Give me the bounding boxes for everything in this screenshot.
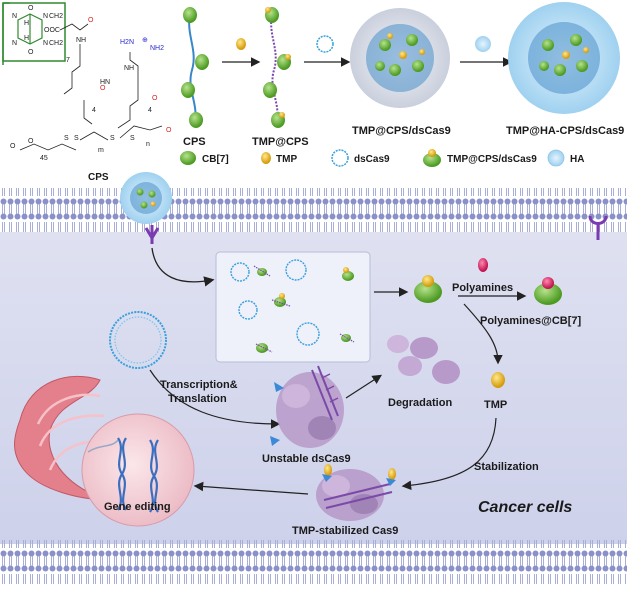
dscas9-icon [331,149,349,167]
polyamines-cb7-label: Polyamines@CB[7] [480,315,582,327]
cd44-receptor-left [144,225,160,244]
chem-OOC: OOC [44,27,60,34]
chem-sub-4a: 4 [92,107,96,114]
chem-NH2b: NH [124,65,134,72]
tmp-cps-chain: TMP@CPS [252,7,309,148]
legend-dscas9-label: dsCas9 [354,154,390,165]
chem-sub-7: 7 [66,57,70,64]
cb7-icon [180,151,196,165]
arrow-transcription [149,369,281,429]
chem-O6: O [28,138,34,145]
tmp-cps-dscas9-particle: TMP@CPS/dsCas9 [350,8,451,137]
chem-N1: N [12,13,17,20]
legend-cb7-label: CB[7] [202,154,229,165]
arrow-degradation [345,374,383,399]
polyamine-icon [478,258,488,272]
top-membrane [0,188,627,232]
endoplasmic-reticulum [14,375,111,501]
legend-ha-label: HA [570,154,584,165]
tmp-cell-label: TMP [484,399,507,411]
cps-label: CPS [183,136,206,148]
unstable-dscas9-protein [270,365,344,448]
cb7-bead [195,54,209,70]
tmp-cps-dscas9-label: TMP@CPS/dsCas9 [352,125,451,137]
cb7-bead [189,112,203,128]
cps-chain: CPS [181,7,209,148]
legend-complex-label: TMP@CPS/dsCas9 [447,154,537,165]
arrow-uptake [151,247,215,287]
cb7-bead [183,7,197,23]
tmp-ha-cps-dscas9-label: TMP@HA-CPS/dsCas9 [506,125,624,137]
chem-H1: H [24,20,29,27]
chem-CH2-1: CH2 [49,13,63,20]
chem-sub-n: n [146,141,150,148]
dscas9-reagent-icon [316,35,334,53]
chem-CH2-2: CH2 [49,40,63,47]
cps-structure-label: CPS [88,172,109,183]
cb7-bead [181,82,195,98]
ha-reagent-icon [475,36,491,52]
chem-H2: H [24,35,29,42]
gene-editing-label: Gene editing [104,501,171,513]
cancer-cells-label: Cancer cells [478,499,572,516]
chem-O7: O [166,127,172,134]
tmp-cps-label: TMP@CPS [252,136,309,148]
chem-S2: S [74,135,79,142]
transcription-label: Transcription& [160,379,238,391]
arrow-stabilization [401,417,497,491]
incoming-nanoparticle [120,172,172,224]
polyamines-label: Polyamines [452,282,513,294]
release-box [215,251,371,363]
stabilization-label: Stabilization [474,461,539,473]
ha-icon [547,149,565,167]
chem-NH2: NH2 [150,45,164,52]
stabilized-cas9-label: TMP-stabilized Cas9 [292,525,398,537]
chem-O5: O [10,143,16,150]
nucleus [81,413,195,527]
chem-sub-45: 45 [40,155,48,162]
chem-N4: N [43,40,48,47]
cd44-receptor-right [588,215,608,240]
released-complex [414,275,442,303]
polyamines-cb7-complex [534,277,562,305]
legend-tmp-label: TMP [276,154,297,165]
chem-N2: N [12,40,17,47]
chem-O2: O [28,49,34,56]
chem-H2N: H2N [120,39,134,46]
chem-S3: S [110,135,115,142]
tmp-ha-cps-dscas9-particle: TMP@HA-CPS/dsCas9 [506,2,624,137]
chem-sub-m: m [98,147,104,154]
tmp-icon [261,152,271,164]
plasmid-dna [109,311,167,369]
cps-strand [188,14,197,126]
chem-O4: O [152,95,158,102]
chem-O-red: O [88,17,94,24]
complex-icon [423,149,441,167]
chem-S1: S [64,135,69,142]
stabilized-cas9-protein [316,464,396,521]
chem-NH1: NH [76,37,86,44]
legend: CB[7] TMP dsCas9 TMP@CPS/dsCas9 HA [180,149,584,167]
chem-O1: O [28,5,34,12]
degraded-fragments [387,335,460,384]
unstable-dscas9-label: Unstable dsCas9 [262,453,351,465]
chem-plus: ⊕ [142,37,148,44]
chem-O3: O [100,85,106,92]
tmp-reagent-icon [236,38,246,50]
bottom-membrane [0,540,627,584]
arrow-to-nucleus [193,481,309,495]
degradation-label: Degradation [388,397,452,409]
chem-N3: N [43,13,48,20]
chem-sub-4b: 4 [148,107,152,114]
chem-HN: HN [100,79,110,86]
arrow-release-tmp [463,303,503,365]
chemical-structure: N N N N H H O O CH2 CH2 OOC 7 O NH H2N N… [2,2,172,183]
free-tmp-icon [491,372,505,388]
chem-S4: S [130,135,135,142]
translation-label: Translation [168,393,227,405]
